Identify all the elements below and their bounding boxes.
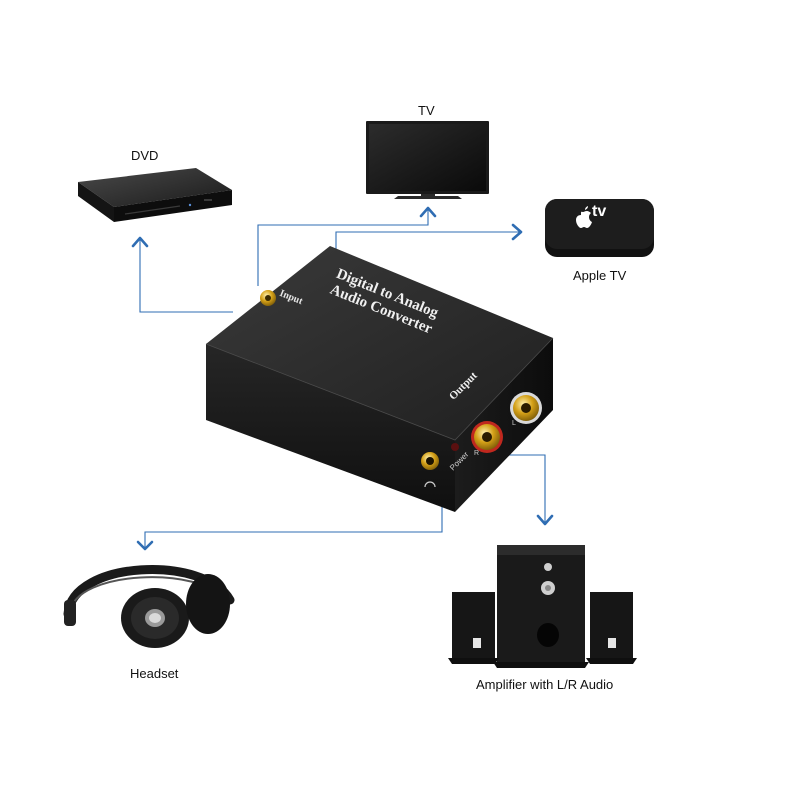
amplifier-connection-line (500, 454, 546, 522)
connection-lines (131, 206, 554, 551)
apple-tv-arrow-icon (511, 223, 523, 241)
apple-tv-label: Apple TV (573, 268, 627, 283)
apple-tv-badge: tv (592, 203, 607, 220)
right-channel-label: R (474, 450, 480, 457)
headphone-symbol-icon (424, 481, 436, 488)
speaker-system-icon (448, 545, 637, 668)
dvd-connection-line (139, 238, 233, 313)
tv-connection-line (257, 208, 429, 286)
amplifier-arrow-icon (536, 514, 554, 526)
headphone-jack (421, 452, 439, 470)
left-channel-label: L (512, 420, 516, 427)
tv-label: TV (418, 103, 435, 118)
apple-logo-icon (576, 211, 592, 228)
headset-arrow-icon (136, 540, 154, 551)
dvd-arrow-icon (131, 236, 149, 248)
apple-tv-connection-line (335, 231, 520, 250)
rca-left-jack (510, 392, 542, 424)
tv-arrow-icon (419, 206, 437, 218)
amplifier-label: Amplifier with L/R Audio (476, 677, 614, 692)
headset-label: Headset (130, 666, 179, 681)
rca-right-jack (471, 421, 503, 453)
dvd-label: DVD (131, 148, 159, 163)
apple-tv-icon (545, 199, 654, 257)
headphones-icon (63, 565, 235, 648)
tv-icon (366, 121, 489, 199)
dvd-player-icon (78, 168, 232, 222)
converter-device (205, 246, 554, 512)
power-led (451, 443, 459, 451)
headset-connection-line (144, 500, 443, 548)
